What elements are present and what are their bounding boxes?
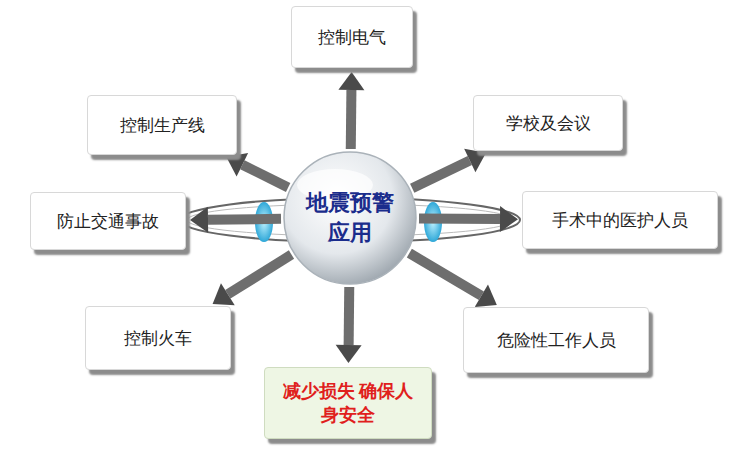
arrow-head bbox=[213, 283, 235, 305]
arrow-head bbox=[475, 285, 497, 307]
arrow-shaft bbox=[228, 255, 292, 295]
node-text: 控制生产线 bbox=[120, 114, 205, 137]
arrow-head bbox=[464, 149, 486, 172]
application-box: 学校及会议 bbox=[473, 95, 623, 151]
node-text: 手术中的医护人员 bbox=[552, 209, 688, 232]
arrow-head bbox=[336, 345, 362, 363]
hub-circle: 地震预警 应用 bbox=[284, 152, 416, 284]
arrow-shaft bbox=[242, 165, 288, 188]
arrow-connector bbox=[336, 287, 362, 363]
arrow-shaft bbox=[208, 214, 281, 225]
hub-sphere bbox=[284, 152, 416, 284]
application-box: 危险性工作人员 bbox=[463, 307, 649, 373]
node-text: 控制火车 bbox=[124, 327, 192, 350]
arrow-connector bbox=[412, 149, 486, 188]
arrow-shaft bbox=[409, 253, 481, 296]
arrow-shaft bbox=[344, 287, 355, 345]
application-box: 控制火车 bbox=[85, 306, 231, 370]
arrow-head bbox=[226, 153, 248, 176]
arrow-head bbox=[500, 206, 518, 232]
application-box: 控制生产线 bbox=[87, 95, 237, 155]
arrow-connector bbox=[213, 255, 292, 306]
arrow-head bbox=[338, 72, 364, 90]
application-box: 防止交通事故 bbox=[30, 192, 186, 250]
arrow-shaft bbox=[412, 161, 470, 189]
arrow-connector bbox=[190, 207, 281, 233]
arrow-connector bbox=[226, 153, 288, 187]
arrow-connector bbox=[419, 206, 518, 232]
outcome-box: 减少损失 确保人身安全 bbox=[264, 367, 432, 439]
application-box: 控制电气 bbox=[291, 6, 413, 68]
node-text: 危险性工作人员 bbox=[497, 329, 616, 352]
node-text: 控制电气 bbox=[318, 26, 386, 49]
node-text: 减少损失 确保人身安全 bbox=[278, 379, 418, 428]
node-text: 防止交通事故 bbox=[57, 210, 159, 233]
node-text: 地震预警 应用 bbox=[296, 188, 404, 247]
application-box: 手术中的医护人员 bbox=[522, 191, 718, 249]
node-text: 学校及会议 bbox=[506, 112, 591, 135]
arrow-connector bbox=[338, 72, 364, 149]
arrow-shaft bbox=[419, 214, 500, 225]
arrow-head bbox=[190, 207, 208, 233]
arrow-connector bbox=[409, 253, 496, 307]
arrow-shaft bbox=[346, 90, 357, 149]
